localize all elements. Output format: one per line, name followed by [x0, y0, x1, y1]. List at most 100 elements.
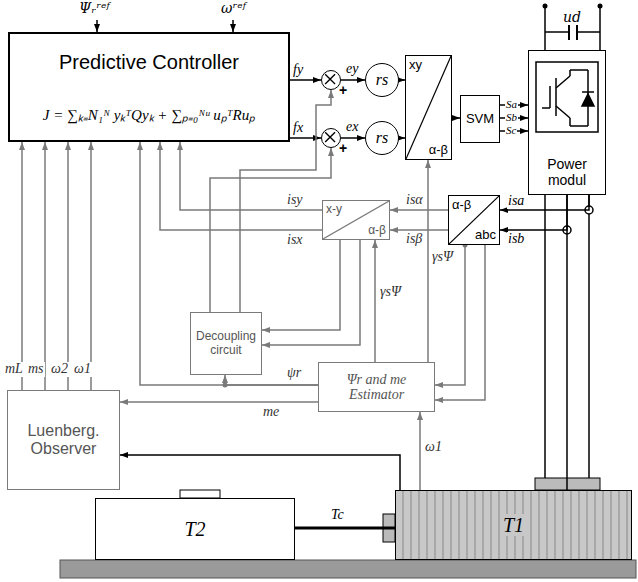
signal-label: isa: [507, 194, 525, 209]
signal-connector: [566, 195, 568, 490]
summing-junction: +: [321, 128, 341, 148]
motor: T1: [395, 490, 632, 560]
signal-label: isx: [286, 233, 304, 248]
signal-connector: [290, 79, 321, 81]
transform-box: α-β abc: [448, 195, 500, 245]
signal-connector: [120, 401, 318, 403]
terminal-dot: [543, 4, 548, 9]
svm-box: SVM: [460, 95, 500, 143]
diagonal-line: [406, 56, 451, 159]
signal-connector: [419, 412, 421, 490]
node-text: T2: [184, 518, 205, 540]
signal-connector: [500, 195, 567, 230]
load-lid: [180, 490, 220, 498]
signal-connector: [374, 240, 376, 362]
node-text: rs: [376, 71, 388, 89]
signal-connector: [435, 245, 485, 400]
node-text: +: [339, 83, 347, 98]
transform-box: x-y α-β: [322, 200, 390, 240]
controller-box: Predictive Controller J = ∑ₖ₌N₁ᴺ yₖᵀQyₖ +…: [8, 32, 290, 142]
observer-box: Luenberg. Observer: [7, 390, 120, 490]
signal-label: ex: [345, 120, 359, 135]
signal-connector: [120, 455, 400, 490]
signal-label: isy: [286, 193, 304, 208]
node-text: α-β: [452, 198, 471, 212]
node-text: Predictive Controller: [59, 51, 239, 73]
signal-connector: [262, 240, 340, 330]
signal-label: me: [262, 405, 280, 420]
signal-label: Sc: [505, 125, 517, 137]
signal-connector: [180, 142, 322, 210]
signal-label: isb: [507, 232, 525, 247]
signal-connector: [160, 142, 322, 230]
signal-connector: [262, 240, 360, 345]
signal-connector: [90, 142, 92, 390]
multiply-cross: [322, 71, 340, 89]
signal-connector: [341, 137, 365, 139]
signal-connector: [390, 209, 448, 211]
reference-arrow: [232, 20, 234, 32]
signal-label: ud: [562, 10, 582, 25]
node-text: T1: [500, 514, 527, 536]
multiply-cross: [322, 129, 340, 147]
signal-label: γsΨ: [431, 250, 454, 265]
signal-label: fy: [292, 63, 304, 78]
gain-circle: rs: [365, 121, 399, 155]
node-text: Decoupling circuit: [191, 330, 261, 356]
signal-label: ωʳᵉᶠ: [220, 1, 247, 16]
signal-label: Ψᵣʳᵉᶠ: [78, 1, 111, 16]
terminal-dot: [598, 4, 603, 9]
signal-label: ω1: [73, 362, 92, 377]
node-text: SVM: [466, 112, 494, 126]
diagonal-line: [449, 196, 499, 244]
signal-label: Sb: [505, 112, 518, 124]
reference-arrow: [96, 20, 98, 32]
signal-label: ms: [27, 362, 45, 377]
signal-label: Tc: [330, 508, 345, 523]
signal-connector: [427, 160, 429, 362]
signal-label: ω2: [50, 362, 69, 377]
power-module: Power modul: [528, 50, 606, 195]
signal-connector: [341, 79, 365, 81]
summing-junction: +: [321, 70, 341, 90]
base-plate: [60, 560, 636, 578]
signal-label: ey: [345, 62, 359, 77]
signal-connector: [390, 229, 448, 231]
node-subtext: α-β: [368, 224, 386, 237]
signal-connector: [225, 375, 318, 385]
decoupling-box: Decoupling circuit: [190, 312, 262, 375]
diagonal-line: [323, 201, 389, 239]
signal-label: ω1: [424, 440, 443, 455]
signal-connector: [295, 527, 395, 530]
signal-connector: [44, 142, 46, 390]
node-text: x-y: [326, 203, 342, 216]
gain-circle: rs: [365, 63, 399, 97]
estimator-box: Ψr and me Estimator: [318, 362, 435, 412]
signal-label: mL: [4, 362, 24, 377]
signal-label: γsΨ: [379, 285, 402, 300]
cross-stroke: [325, 132, 335, 142]
signal-label: fx: [292, 121, 304, 136]
dc-link: [545, 6, 600, 50]
signal-label: isα: [405, 193, 424, 208]
node-text: Ψr and me Estimator: [319, 372, 434, 403]
node-text: Power modul: [529, 157, 605, 188]
node-text: Luenberg. Observer: [8, 422, 119, 457]
node-text: +: [339, 141, 347, 156]
node-text: xy: [409, 58, 422, 72]
signal-label: Sa: [505, 99, 518, 111]
signal-connector: [67, 142, 69, 390]
transform-box: xyα-β: [405, 55, 452, 160]
node-subtext: abc: [475, 228, 496, 242]
node-subtext: J = ∑ₖ₌N₁ᴺ yₖᵀQyₖ + ∑ₚ₌₀ᴺᵘ uₚᵀRuₚ: [43, 107, 255, 124]
igbt-symbol: [536, 62, 598, 132]
signal-label: isβ: [405, 232, 423, 247]
signal-connector: [21, 142, 23, 390]
signal-connector: [452, 117, 460, 119]
signal-connector: [140, 142, 318, 385]
cross-stroke: [325, 74, 335, 84]
signal-connector: [435, 245, 465, 385]
node-text: rs: [376, 129, 388, 147]
signal-label: ψr: [286, 366, 302, 381]
